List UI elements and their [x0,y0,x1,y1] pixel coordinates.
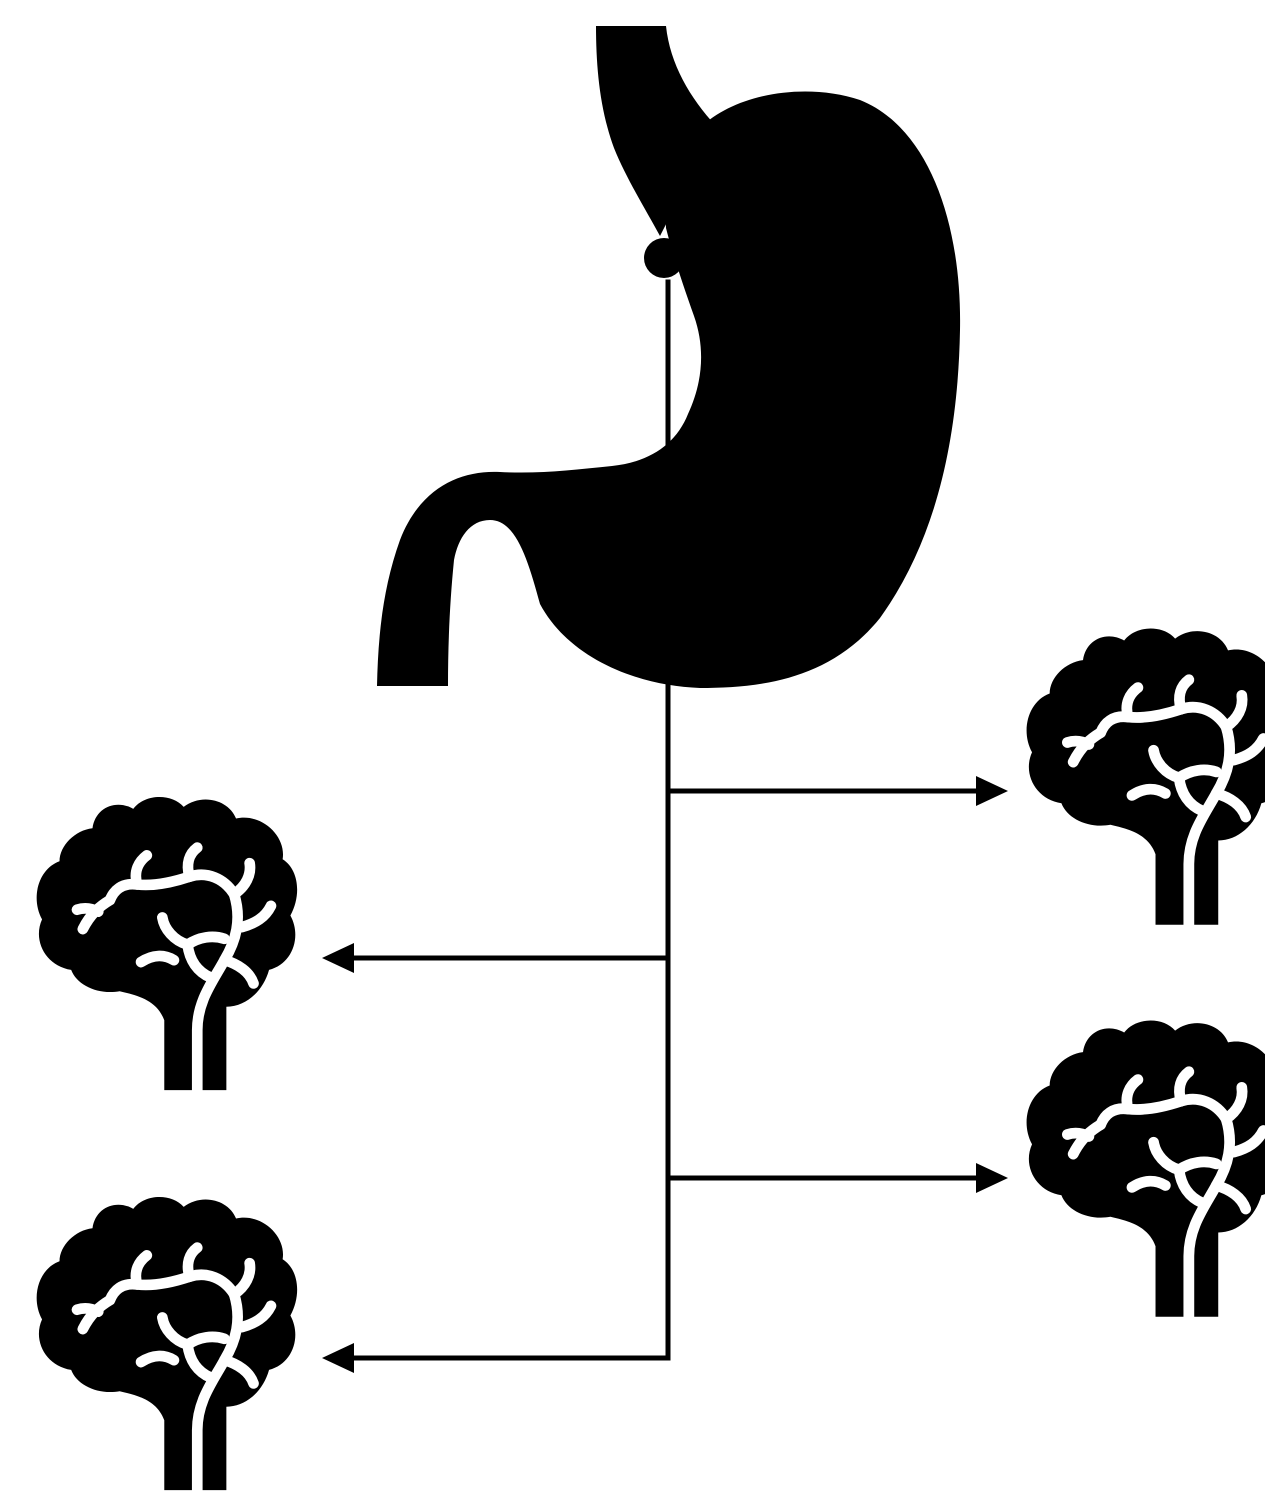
arrowhead-2 [322,943,354,973]
arrowhead-4 [322,1343,354,1373]
brain-icon [1027,1021,1265,1317]
arrowhead-1 [976,776,1008,806]
arrowhead-3 [976,1163,1008,1193]
brain-icon [1027,629,1265,925]
brain-icon [37,797,297,1090]
brain-icon [37,1197,297,1490]
arrowheads [322,776,1008,1373]
